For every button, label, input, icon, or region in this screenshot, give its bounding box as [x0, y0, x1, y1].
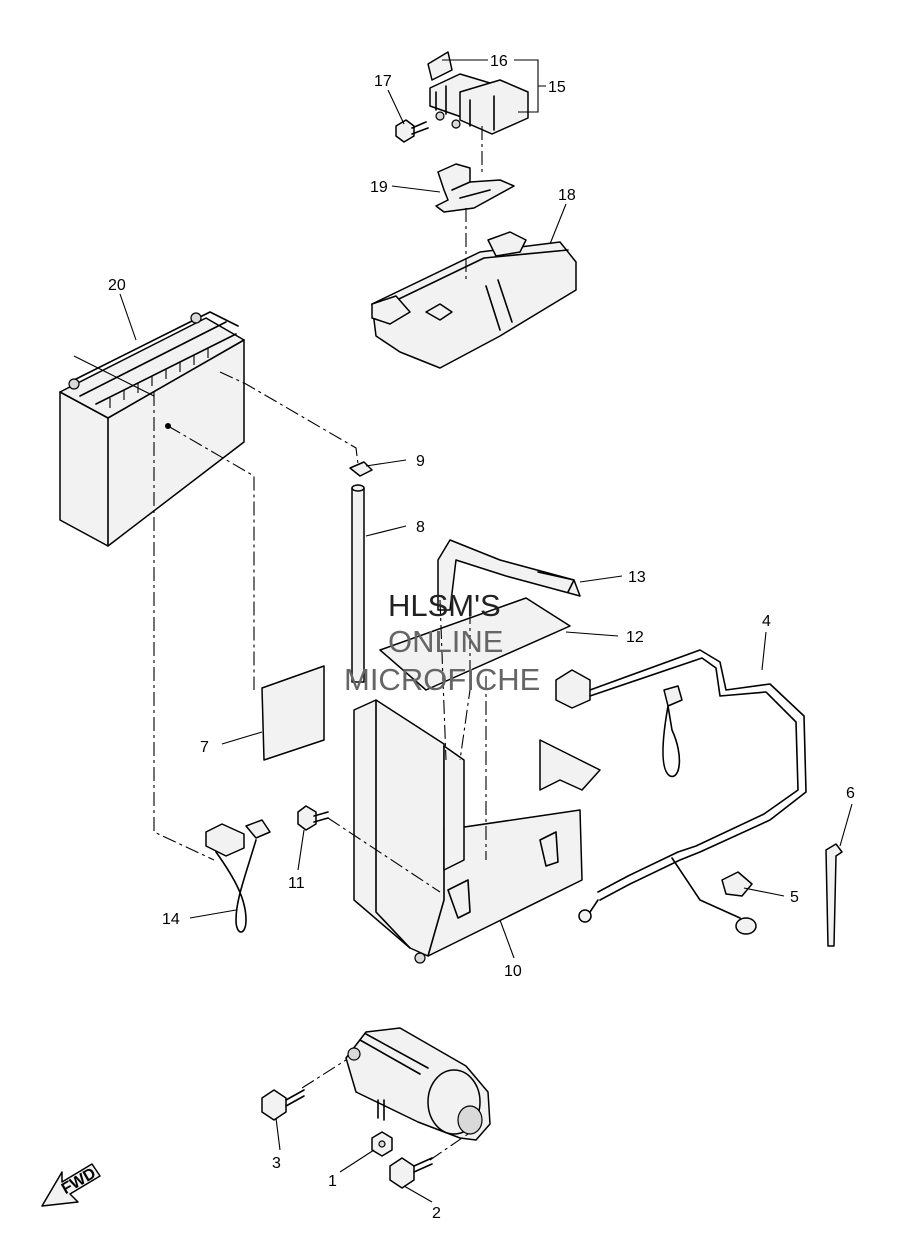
- watermark-line1: HLSM'S: [388, 588, 501, 623]
- bracket-19: [435, 163, 515, 213]
- starter-motor: [345, 1027, 491, 1141]
- callout-12: 12: [626, 629, 644, 646]
- bolt-11: [297, 805, 329, 831]
- callout-3: 3: [272, 1155, 281, 1172]
- pad-7: [261, 665, 325, 761]
- assembly-lines: [73, 126, 487, 1161]
- band-13: [437, 539, 581, 611]
- clamp-9: [349, 461, 373, 477]
- clamp-5: [721, 871, 753, 897]
- cover-18: [371, 231, 577, 369]
- callout-8: 8: [416, 519, 425, 536]
- bolt-2: [389, 1157, 433, 1189]
- watermark-line2: ONLINE: [388, 624, 503, 659]
- harness-4: [555, 649, 807, 935]
- callout-10: 10: [504, 963, 522, 980]
- callout-15: 15: [548, 79, 566, 96]
- callout-17: 17: [374, 73, 392, 90]
- callout-11: 11: [288, 875, 305, 892]
- callout-14: 14: [162, 911, 180, 928]
- fwd-arrow-icon: [41, 1163, 101, 1207]
- callout-13: 13: [628, 569, 646, 586]
- nut-1: [371, 1131, 393, 1157]
- hose-8: [351, 484, 365, 683]
- fwd-badge-label: FWD: [59, 1165, 99, 1198]
- bolt-3: [261, 1089, 305, 1121]
- leader-lines: [119, 59, 853, 1203]
- callout-18: 18: [558, 187, 576, 204]
- box-10: [353, 699, 601, 964]
- callout-19: 19: [370, 179, 388, 196]
- callout-1: 1: [328, 1173, 337, 1190]
- callout-6: 6: [846, 785, 855, 802]
- callout-4: 4: [762, 613, 771, 630]
- callout-20: 20: [108, 277, 126, 294]
- plate-12: [379, 597, 571, 691]
- watermark-line3: MICROFICHE: [344, 662, 540, 697]
- callout-5: 5: [790, 889, 799, 906]
- battery-20: [59, 311, 245, 547]
- callout-9: 9: [416, 453, 425, 470]
- relay-assembly: [427, 51, 529, 135]
- fuse-lead-14: [205, 819, 271, 933]
- callout-16: 16: [490, 53, 508, 70]
- callout-7: 7: [200, 739, 209, 756]
- bolt-17: [395, 119, 429, 143]
- tie-6: [825, 843, 843, 947]
- callout-2: 2: [432, 1205, 441, 1222]
